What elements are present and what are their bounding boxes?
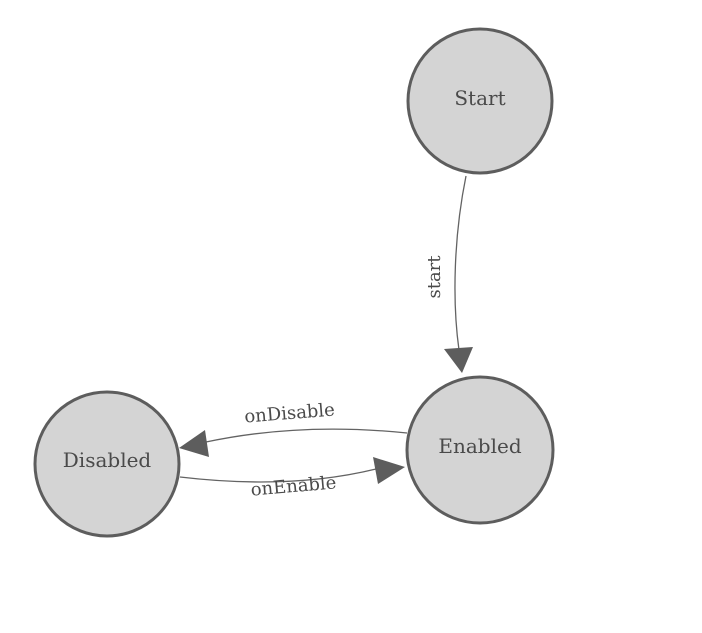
state-node-start-label: Start — [454, 86, 505, 110]
state-node-enabled-label: Enabled — [438, 434, 521, 458]
edge-label-onenable: onEnable — [250, 472, 337, 500]
state-node-disabled-label: Disabled — [63, 448, 152, 472]
edge-disabled-to-enabled — [179, 468, 377, 483]
state-node-enabled[interactable] — [405, 375, 555, 525]
arrowhead-right-icon — [373, 457, 405, 484]
edge-start-to-enabled — [454, 175, 467, 351]
state-node-start[interactable] — [406, 27, 554, 175]
node-group: Start Enabled Disabled — [33, 27, 555, 538]
edge-label-start: start — [424, 255, 445, 299]
state-node-disabled[interactable] — [33, 390, 181, 538]
arrowhead-down-icon — [444, 347, 473, 373]
edge-label-ondisable: onDisable — [244, 399, 336, 427]
arrowhead-left-icon — [179, 430, 209, 457]
edge-group — [179, 175, 473, 484]
edge-enabled-to-disabled — [205, 428, 408, 443]
